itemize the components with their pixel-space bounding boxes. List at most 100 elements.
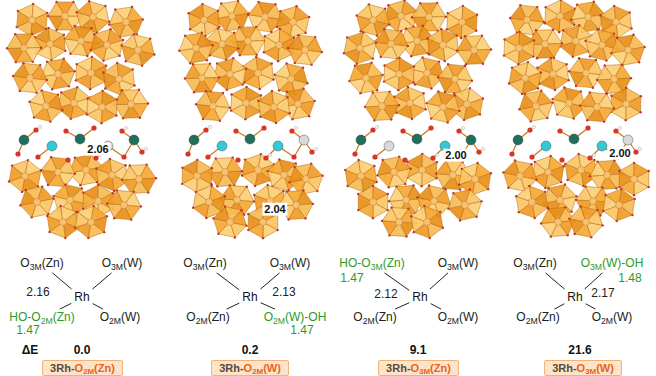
axis-label: ΔE: [22, 344, 39, 358]
atom-label: O2M(W): [100, 311, 141, 325]
oxygen-atom: [384, 8, 386, 10]
oxygen-atom: [312, 203, 314, 205]
oxygen-atom: [503, 38, 505, 40]
oxygen-atom: [476, 13, 478, 15]
oxygen-atom: [509, 17, 511, 19]
oxygen-atom: [260, 94, 262, 96]
octahedron: [383, 57, 415, 92]
octahedron: [257, 90, 291, 124]
oxygen-atom: [247, 229, 249, 231]
text-run: (Zn): [430, 362, 451, 374]
atom-label: Rh: [74, 291, 89, 305]
oxygen-atom: [206, 59, 208, 61]
oxygen-atom: [51, 88, 53, 90]
metal-atom: [529, 199, 536, 206]
oxygen-atom: [274, 3, 276, 5]
octahedron: [287, 34, 323, 66]
text-run: (W): [613, 310, 632, 324]
oxygen-atom: [547, 208, 549, 210]
oxygen-atom: [481, 35, 483, 37]
oxygen-atom: [579, 104, 581, 106]
oxygen-atom: [404, 183, 406, 185]
oxygen-atom: [372, 185, 374, 187]
oxygen-atom: [60, 91, 62, 93]
oxygen-atom: [41, 185, 43, 187]
oxygen-atom: [46, 215, 48, 217]
oxygen-atom: [48, 231, 50, 233]
metal-atom: [34, 199, 41, 206]
metal-atom: [299, 135, 309, 145]
octahedron: [230, 86, 262, 121]
oxygen-atom: [545, 6, 547, 8]
oxygen-atom: [33, 116, 35, 118]
text-run: O: [516, 310, 525, 324]
energy-value: 9.1: [410, 344, 427, 358]
metal-atom: [550, 71, 557, 78]
oxygen-atom: [529, 154, 534, 159]
oxygen-atom: [149, 38, 151, 40]
oxygen-atom: [537, 87, 539, 89]
metal-atom: [43, 103, 50, 110]
oxygen-atom: [255, 56, 257, 58]
octahedron: [348, 62, 384, 95]
oxygen-atom: [389, 90, 391, 92]
text-run: O: [102, 256, 111, 270]
oxygen-atom: [46, 12, 48, 14]
metal-atom: [276, 42, 283, 49]
text-run: O: [581, 256, 590, 270]
metal-atom: [47, 41, 54, 48]
oxygen-atom: [108, 23, 110, 25]
oxygen-atom: [348, 80, 350, 82]
oxygen-atom: [602, 210, 604, 212]
oxygen-atom: [57, 93, 59, 95]
oxygen-atom: [55, 1, 57, 3]
oxygen-atom: [618, 170, 620, 172]
metal-atom: [201, 17, 208, 24]
text-run: 3Rh-: [386, 362, 410, 374]
oxygen-atom: [97, 184, 99, 186]
oxygen-atom: [212, 44, 214, 46]
oxygen-atom: [237, 0, 239, 2]
oxygen-atom: [278, 89, 280, 91]
oxygen-atom: [444, 60, 446, 62]
oxygen-atom: [308, 115, 310, 117]
oxygen-atom: [551, 101, 553, 103]
oxygen-atom: [567, 234, 569, 236]
oxygen-atom: [447, 63, 449, 65]
oxygen-atom: [372, 57, 374, 59]
bond-length-holder: 2.06: [85, 143, 110, 156]
metal-atom: [22, 173, 29, 180]
metal-atom: [227, 71, 234, 78]
oxygen-atom: [139, 116, 141, 118]
oxygen-atom: [375, 42, 377, 44]
oxygen-atom: [82, 191, 84, 193]
oxygen-atom: [523, 93, 525, 95]
oxygen-atom: [410, 215, 412, 217]
metal-atom: [27, 75, 34, 82]
metal-atom: [288, 76, 295, 83]
oxygen-atom: [346, 185, 348, 187]
oxygen-atom: [24, 189, 26, 191]
metal-atom: [71, 100, 78, 107]
oxygen-atom: [76, 86, 78, 88]
octahedron: [531, 155, 565, 189]
oxygen-atom: [476, 149, 481, 154]
oxygen-atom: [528, 185, 530, 187]
oxygen-atom: [31, 33, 33, 35]
octahedron: [503, 31, 535, 66]
text-run: O3M(Zn): [411, 362, 451, 374]
oxygen-atom: [428, 125, 433, 130]
text-run: Rh: [242, 290, 257, 304]
oxygen-atom: [88, 0, 90, 2]
oxygen-atom: [605, 59, 607, 61]
oxygen-atom: [184, 34, 186, 36]
metal-atom: [597, 141, 607, 151]
oxygen-atom: [181, 183, 183, 185]
metal-atom: [370, 199, 377, 206]
metal-atom: [88, 219, 95, 226]
oxygen-atom: [279, 28, 281, 30]
oxygen-atom: [633, 194, 635, 196]
oxygen-atom: [519, 4, 521, 6]
oxygen-atom: [124, 164, 126, 166]
oxygen-atom: [412, 184, 414, 186]
